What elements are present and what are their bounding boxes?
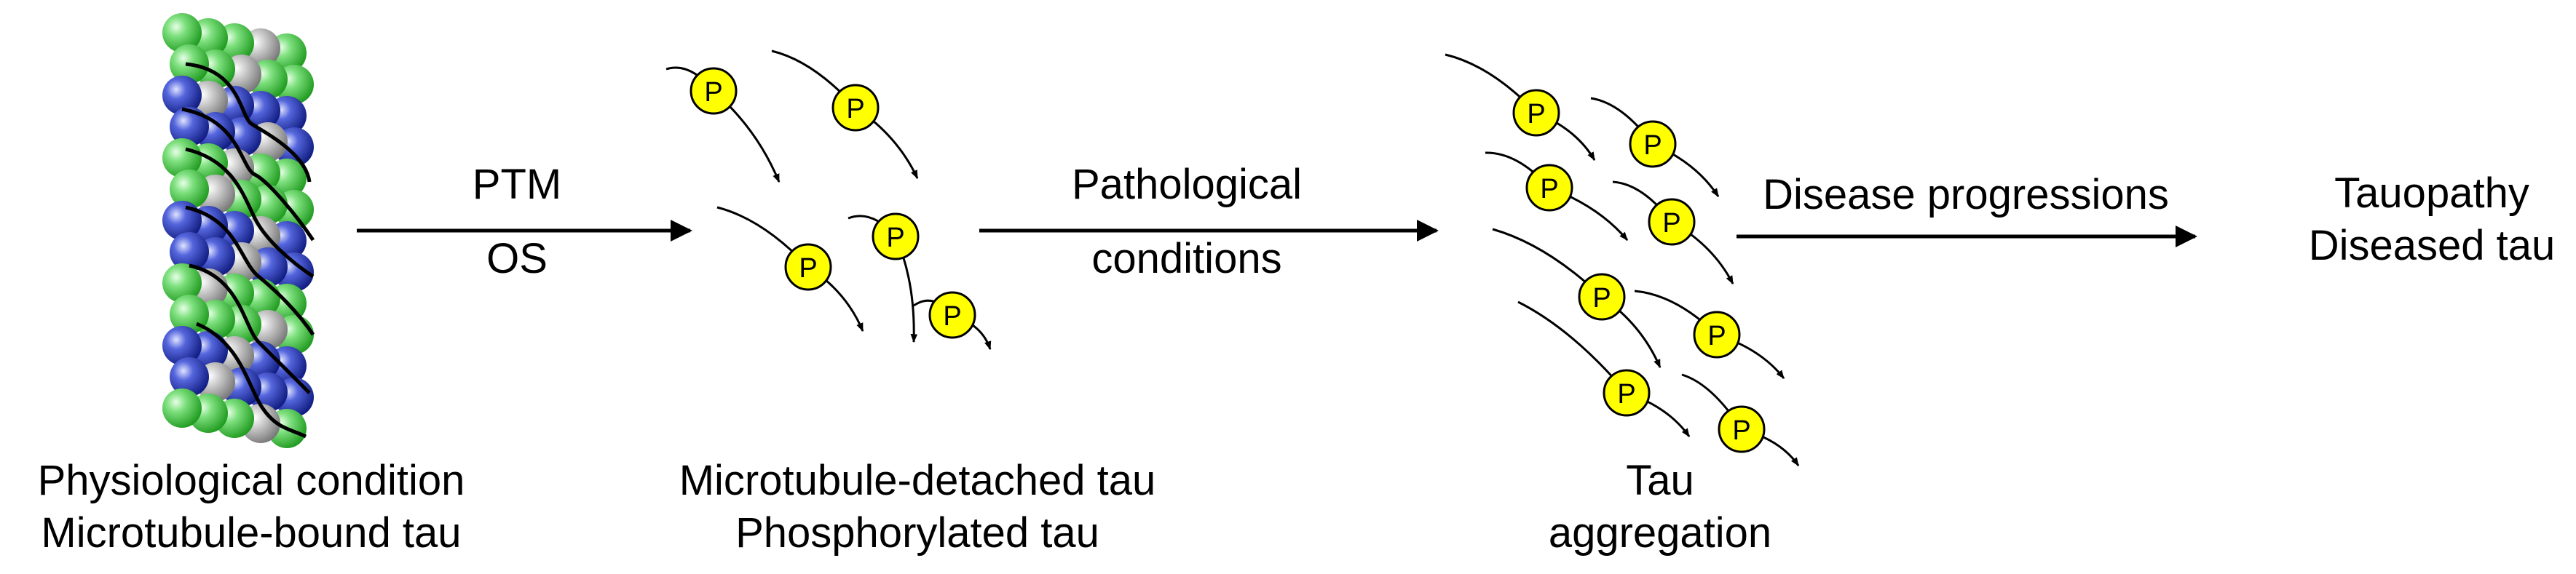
phosphate-label: P	[1643, 130, 1662, 161]
arrow3-top-label: Disease progressions	[1763, 171, 2169, 218]
stage-tauopathy-label: Tauopathy Diseased tau	[2286, 167, 2576, 272]
phosphate-group-marker	[1578, 273, 1626, 321]
stage-detached-label: Microtubule-detached tau Phosphorylated …	[648, 455, 1187, 559]
aggregation-line2: aggregation	[1548, 509, 1772, 557]
phosphate-label: P	[1707, 321, 1726, 351]
aggregation-line1: Tau	[1626, 457, 1694, 504]
phosphorylated-tau-molecules: P P P P P P P P P P P P P	[665, 49, 1800, 466]
tubulin-sphere	[162, 326, 202, 365]
arrow2-bottom-label: conditions	[1091, 235, 1282, 282]
phosphate-label: P	[886, 223, 904, 253]
tubulin-sphere	[170, 107, 209, 146]
arrow2-top-label: Pathological	[1072, 161, 1302, 208]
phosphate-group-marker	[1629, 120, 1677, 168]
tau-protein-strand	[1517, 300, 1691, 437]
physiological-line2: Microtubule-bound tau	[41, 509, 462, 557]
phosphate-label: P	[1592, 283, 1611, 314]
tauopathy-line1: Tauopathy	[2334, 170, 2529, 217]
phosphate-group-marker	[1512, 89, 1560, 137]
phosphate-group-marker	[928, 291, 976, 339]
physiological-line1: Physiological condition	[37, 457, 465, 504]
phosphate-group-marker	[784, 243, 832, 291]
tubulin-sphere	[162, 76, 202, 115]
microtubule-illustration	[162, 13, 314, 448]
phosphate-group-marker	[872, 212, 920, 260]
tubulin-sphere	[162, 263, 202, 303]
phosphate-group-marker	[1525, 164, 1573, 212]
tauopathy-line2: Diseased tau	[2308, 222, 2556, 269]
phosphate-group-marker	[1693, 311, 1741, 359]
phosphate-label: P	[799, 253, 817, 284]
phosphate-label: P	[943, 301, 961, 332]
detached-line1: Microtubule-detached tau	[679, 457, 1156, 504]
phosphate-label: P	[846, 94, 864, 124]
detached-line2: Phosphorylated tau	[735, 509, 1099, 557]
arrow1-top-label: PTM	[472, 161, 562, 208]
phosphate-label: P	[704, 77, 722, 108]
phosphate-group-marker	[1648, 198, 1696, 246]
tubulin-sphere	[162, 388, 202, 428]
tubulin-sphere	[170, 170, 209, 209]
arrow1-bottom-label: OS	[486, 235, 548, 282]
tubulin-sphere	[170, 357, 209, 396]
phosphate-label: P	[1540, 174, 1558, 204]
stage-physiological-label: Physiological condition Microtubule-boun…	[0, 455, 502, 559]
tubulin-sphere	[170, 232, 209, 271]
phosphate-group-marker	[831, 84, 880, 132]
tubulin-sphere	[162, 13, 202, 52]
stage-aggregation-label: Tau aggregation	[1514, 455, 1806, 559]
microtubule-bound-tau-strands	[181, 62, 315, 439]
phosphate-group-marker	[1718, 405, 1766, 453]
phosphate-group-marker	[690, 67, 738, 115]
phosphate-label: P	[1617, 379, 1635, 410]
phosphate-label: P	[1732, 415, 1750, 446]
tubulin-sphere	[162, 138, 202, 178]
phosphate-label: P	[1662, 208, 1680, 239]
phosphate-group-marker	[1603, 369, 1651, 417]
phosphate-label: P	[1527, 99, 1545, 129]
tau-protein-strand	[1492, 228, 1662, 369]
